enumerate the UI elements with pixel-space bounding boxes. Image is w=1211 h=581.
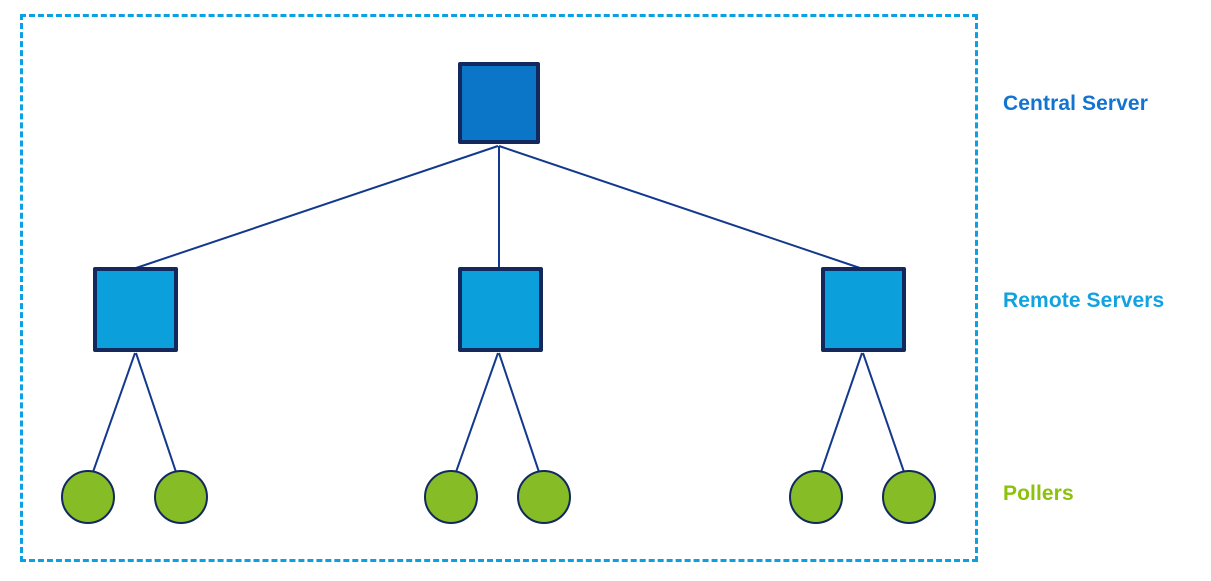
poller-node[interactable]: [882, 470, 936, 524]
tier-label-remote-servers: Remote Servers: [1003, 289, 1165, 312]
poller-node[interactable]: [61, 470, 115, 524]
poller-node[interactable]: [517, 470, 571, 524]
remote-server-node[interactable]: [821, 267, 906, 352]
diagram-boundary: [20, 14, 978, 562]
poller-node[interactable]: [424, 470, 478, 524]
poller-node[interactable]: [154, 470, 208, 524]
remote-server-node[interactable]: [458, 267, 543, 352]
tier-label-pollers: Pollers: [1003, 482, 1074, 505]
tier-label-central-server: Central Server: [1003, 92, 1148, 115]
remote-server-node[interactable]: [93, 267, 178, 352]
central-server-node[interactable]: [458, 62, 540, 144]
poller-node[interactable]: [789, 470, 843, 524]
